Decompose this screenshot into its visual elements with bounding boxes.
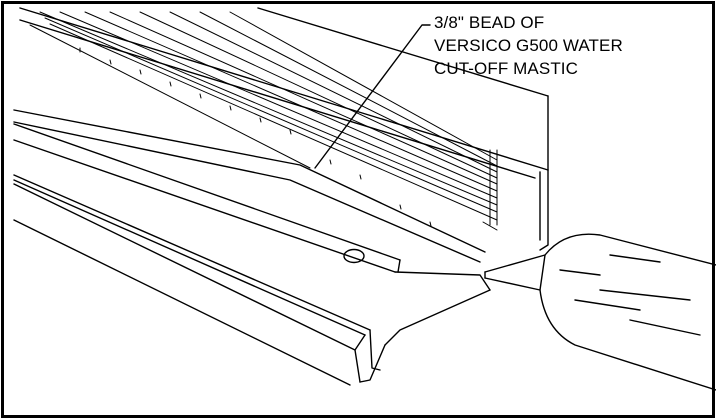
callout-line-1: 3/8" BEAD OF — [434, 13, 545, 32]
fastener-hole — [343, 248, 365, 264]
mastic-callout: 3/8" BEAD OF VERSICO G500 WATER CUT-OFF … — [434, 11, 623, 80]
leader-line — [314, 24, 431, 169]
bar-ticks — [79, 47, 432, 227]
termination-bar — [13, 109, 491, 386]
callout-line-2: VERSICO G500 WATER — [434, 36, 623, 55]
mastic-bead — [29, 11, 498, 231]
caulk-tube — [484, 233, 716, 391]
callout-line-3: CUT-OFF MASTIC — [434, 59, 578, 78]
